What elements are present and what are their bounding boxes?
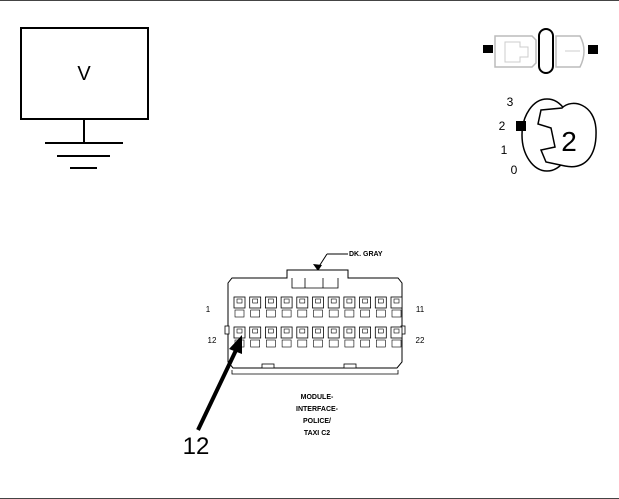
voltmeter-box bbox=[20, 27, 149, 120]
voltmeter-symbol: V bbox=[77, 63, 91, 85]
ignition-switch: 3 2 1 0 2 bbox=[499, 95, 597, 177]
position-marker bbox=[516, 121, 526, 131]
connector-caption-line-1: MODULE- bbox=[301, 394, 334, 401]
key-position-label: 2 bbox=[561, 126, 577, 157]
pin-cavity bbox=[327, 326, 340, 348]
pin-cavity bbox=[374, 296, 387, 318]
pin-cavity bbox=[296, 296, 309, 318]
connector-c2 bbox=[224, 269, 406, 375]
connector-caption-line-4: TAXI C2 bbox=[304, 430, 330, 437]
pin-cavity bbox=[249, 296, 262, 318]
pin-cavity bbox=[390, 326, 403, 348]
pin-cavity bbox=[233, 296, 246, 318]
pin-label-bottom-right: 22 bbox=[416, 336, 425, 345]
voltmeter: V bbox=[20, 27, 149, 169]
pin-cavity bbox=[312, 326, 324, 348]
pin-cavity bbox=[264, 326, 277, 348]
key-insert-icon bbox=[483, 28, 598, 74]
pin-cavity bbox=[312, 296, 324, 318]
pin-label-top-left: 1 bbox=[206, 305, 211, 314]
pin-cavity bbox=[390, 296, 403, 318]
callout-arrow-icon bbox=[196, 335, 242, 431]
pin-cavity bbox=[249, 326, 262, 348]
connector-color-label: DK. GRAY bbox=[349, 251, 383, 258]
ignition-position-2: 2 bbox=[499, 119, 506, 133]
connector-caption-line-3: POLICE/ bbox=[303, 418, 331, 425]
ignition-position-1: 1 bbox=[501, 143, 508, 157]
ground-symbol-icon bbox=[45, 142, 123, 169]
pin-cavities bbox=[233, 296, 403, 348]
ignition-position-0: 0 bbox=[511, 163, 518, 177]
pin-cavity bbox=[296, 326, 309, 348]
pin-cavity bbox=[264, 296, 277, 318]
connector-caption-line-2: INTERFACE- bbox=[296, 406, 339, 413]
pin-label-top-right: 11 bbox=[416, 305, 425, 314]
ignition-position-3: 3 bbox=[507, 95, 514, 109]
ignition-key-icon bbox=[537, 102, 597, 168]
pin-cavity bbox=[327, 296, 340, 318]
pin-cavity bbox=[374, 326, 387, 348]
pin-cavity bbox=[343, 296, 356, 318]
pin-cavity bbox=[359, 326, 372, 348]
pin-cavity bbox=[280, 296, 293, 318]
callout-pin-label: 12 bbox=[183, 433, 210, 460]
pin-cavity bbox=[280, 326, 293, 348]
pin-label-bottom-left: 12 bbox=[208, 336, 217, 345]
pin-cavity bbox=[359, 296, 372, 318]
pin-cavity bbox=[343, 326, 356, 348]
